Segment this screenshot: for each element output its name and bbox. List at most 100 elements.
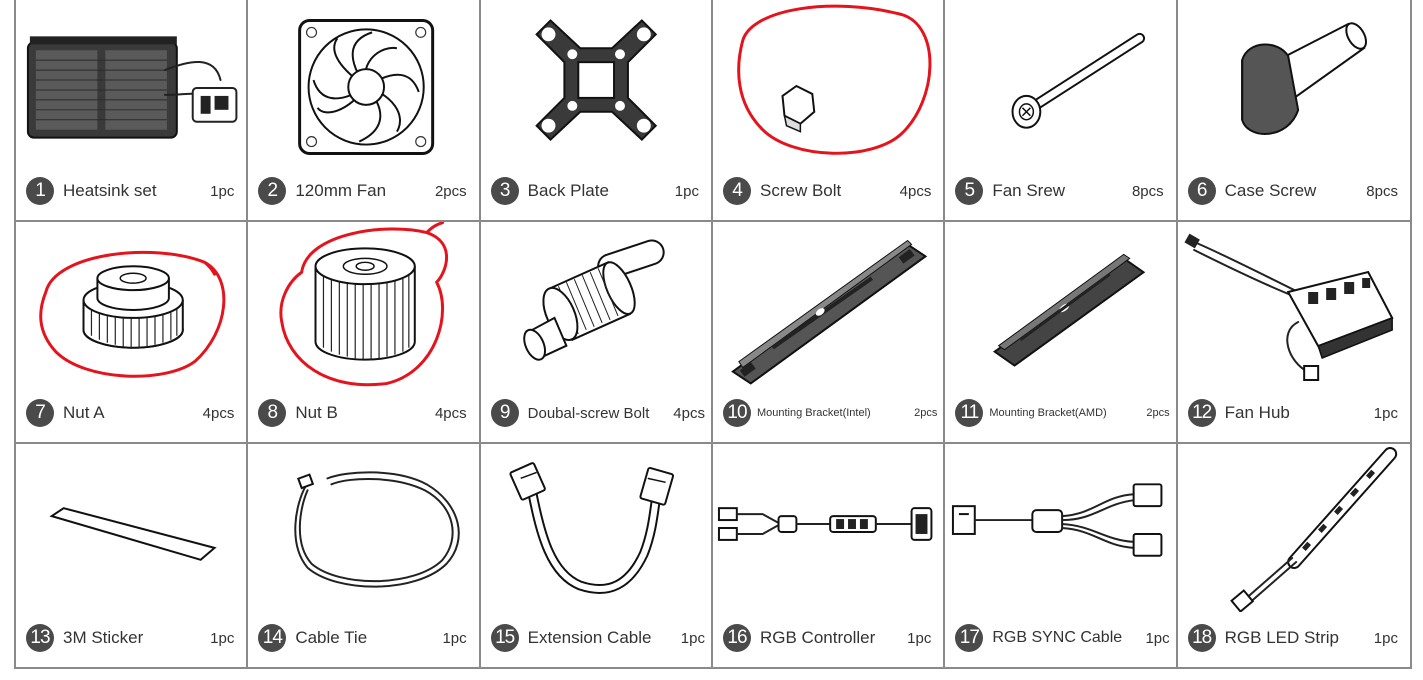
part-label: 8 Nut B 4pcs	[258, 398, 472, 428]
part-number-badge: 4	[722, 177, 751, 205]
fan-hub-icon	[1178, 222, 1410, 390]
part-cell-17: 17 RGB SYNC Cable 1pc	[945, 444, 1178, 667]
part-name: Screw Bolt	[759, 181, 842, 200]
bracket-intel-icon	[713, 222, 943, 390]
part-quantity: 8pcs	[1131, 182, 1164, 200]
nut-b-icon	[248, 222, 478, 390]
part-number-badge: 18	[1187, 624, 1216, 652]
part-quantity: 2pcs	[914, 407, 938, 419]
part-quantity: 2pcs	[1146, 407, 1170, 419]
part-number-badge: 3	[490, 177, 519, 205]
part-cell-15: 15 Extension Cable 1pc	[481, 444, 713, 667]
part-label: 5 Fan Srew 8pcs	[955, 176, 1169, 206]
part-name: Back Plate	[527, 181, 609, 200]
part-cell-13: 13 3M Sticker 1pc	[16, 444, 249, 667]
part-label: 9 Doubal-screw Bolt 4pcs	[490, 398, 705, 428]
part-number-badge: 17	[955, 624, 984, 652]
part-quantity: 1pc	[1373, 629, 1398, 647]
part-cell-2: 2 120mm Fan 2pcs	[248, 0, 481, 222]
part-cell-6: 6 Case Screw 8pcs	[1177, 0, 1410, 222]
part-label: 14 Cable Tie 1pc	[258, 623, 472, 653]
part-quantity: 4pcs	[899, 182, 932, 200]
part-number-badge: 9	[490, 399, 519, 427]
part-quantity: 1pc	[680, 629, 705, 647]
part-quantity: 1pc	[210, 629, 235, 647]
part-label: 10 Mounting Bracket(Intel) 2pcs	[722, 398, 938, 428]
rgb-controller-icon	[713, 444, 943, 612]
part-cell-10: 10 Mounting Bracket(Intel) 2pcs	[712, 222, 946, 444]
part-number-badge: 12	[1187, 399, 1216, 427]
part-name: Extension Cable	[527, 628, 652, 647]
part-name: Mounting Bracket(AMD)	[989, 407, 1107, 419]
part-label: 16 RGB Controller 1pc	[722, 623, 937, 653]
part-number-badge: 6	[1187, 177, 1216, 205]
part-label: 18 RGB LED Strip 1pc	[1187, 623, 1404, 653]
annotation-circle	[737, 4, 932, 155]
part-quantity: 8pcs	[1366, 182, 1398, 200]
double-screw-bolt-icon	[481, 222, 711, 390]
part-number-badge: 10	[722, 399, 751, 427]
part-label: 6 Case Screw 8pcs	[1187, 176, 1404, 206]
part-label: 15 Extension Cable 1pc	[490, 623, 705, 653]
part-number-badge: 15	[490, 624, 519, 652]
part-quantity: 1pc	[674, 182, 699, 200]
annotation-circle	[39, 250, 226, 378]
part-cell-14: 14 Cable Tie 1pc	[248, 444, 481, 667]
part-cell-4: 4 Screw Bolt 4pcs	[712, 0, 946, 222]
bracket-amd-icon	[945, 222, 1175, 390]
part-quantity: 1pc	[1145, 629, 1170, 647]
part-quantity: 4pcs	[673, 404, 705, 422]
back-plate-icon	[481, 0, 711, 168]
part-quantity: 4pcs	[434, 404, 467, 422]
part-label: 11 Mounting Bracket(AMD) 2pcs	[955, 398, 1170, 428]
part-number-badge: 11	[955, 399, 984, 427]
part-name: 3M Sticker	[63, 628, 144, 647]
part-name: Nut A	[63, 403, 105, 422]
part-label: 17 RGB SYNC Cable 1pc	[955, 623, 1170, 653]
part-label: 4 Screw Bolt 4pcs	[722, 176, 937, 206]
fan-icon	[248, 0, 478, 168]
part-cell-12: 12 Fan Hub 1pc	[1177, 222, 1410, 444]
part-label: 13 3M Sticker 1pc	[26, 623, 240, 653]
part-label: 12 Fan Hub 1pc	[1187, 398, 1404, 428]
nut-a-icon	[16, 222, 246, 390]
part-name: Cable Tie	[295, 628, 368, 647]
part-quantity: 1pc	[907, 629, 932, 647]
part-name: Fan Hub	[1224, 403, 1290, 422]
heatsink-icon	[16, 0, 246, 168]
case-screw-icon	[1178, 0, 1410, 168]
part-cell-11: 11 Mounting Bracket(AMD) 2pcs	[945, 222, 1178, 444]
fan-screw-icon	[945, 0, 1175, 168]
part-name: Case Screw	[1224, 181, 1317, 200]
part-number-badge: 5	[955, 177, 984, 205]
part-name: Fan Srew	[992, 181, 1066, 200]
part-quantity: 1pc	[210, 182, 235, 200]
part-label: 7 Nut A 4pcs	[26, 398, 240, 428]
part-cell-9: 9 Doubal-screw Bolt 4pcs	[480, 222, 713, 444]
part-label: 3 Back Plate 1pc	[490, 176, 705, 206]
part-cell-7: 7 Nut A 4pcs	[16, 222, 249, 444]
sticker-icon	[16, 444, 246, 612]
part-quantity: 1pc	[442, 629, 467, 647]
part-name: Doubal-screw Bolt	[527, 404, 650, 422]
annotation-circle	[279, 222, 449, 387]
part-name: 120mm Fan	[295, 181, 387, 200]
part-cell-3: 3 Back Plate 1pc	[480, 0, 713, 222]
part-number-badge: 2	[258, 177, 287, 205]
part-cell-16: 16 RGB Controller 1pc	[713, 444, 946, 667]
part-number-badge: 1	[26, 177, 54, 205]
part-number-badge: 7	[26, 399, 54, 427]
part-number-badge: 16	[722, 624, 751, 652]
part-quantity: 1pc	[1373, 404, 1398, 422]
part-number-badge: 13	[26, 624, 54, 652]
extension-cable-icon	[481, 444, 711, 612]
part-name: Mounting Bracket(Intel)	[756, 407, 871, 419]
part-name: RGB SYNC Cable	[992, 629, 1123, 646]
cable-tie-icon	[248, 444, 478, 612]
part-quantity: 4pcs	[202, 404, 235, 422]
rgb-sync-cable-icon	[945, 444, 1175, 612]
part-cell-1: 1 Heatsink set 1pc	[16, 0, 249, 222]
part-quantity: 2pcs	[434, 182, 467, 200]
part-number-badge: 14	[258, 624, 287, 652]
screw-bolt-icon	[713, 0, 943, 168]
